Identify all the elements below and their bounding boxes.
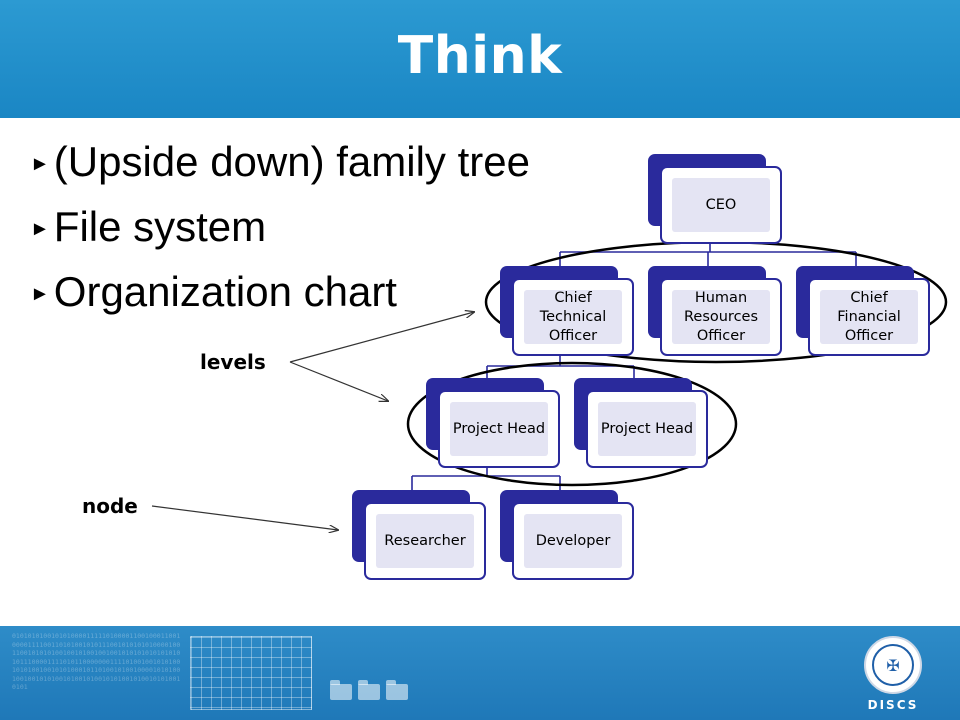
org-node-developer: Developer <box>500 490 634 580</box>
node-label: CEO <box>672 178 770 232</box>
node-label: Developer <box>524 514 622 568</box>
level-ellipse-2 <box>406 361 738 487</box>
folder-icons <box>330 680 408 700</box>
levels-arrow-1 <box>289 312 474 363</box>
footer-bar: 0101010100101010000111110100001100100011… <box>0 626 960 720</box>
node-label: Human Resources Officer <box>672 290 770 344</box>
grid-graphic <box>190 636 312 710</box>
bullet-text: (Upside down) family tree <box>53 138 530 185</box>
node-label: Chief Technical Officer <box>524 290 622 344</box>
bullet-list: ►(Upside down) family tree ►File system … <box>30 136 530 331</box>
org-node-hr: Human Resources Officer <box>648 266 782 356</box>
bullet-item: ►File system <box>30 201 530 266</box>
bullet-item: ►(Upside down) family tree <box>30 136 530 201</box>
bullet-text: Organization chart <box>53 268 397 315</box>
org-node-cto: Chief Technical Officer <box>500 266 634 356</box>
node-label: Project Head <box>598 402 696 456</box>
org-node-researcher: Researcher <box>352 490 486 580</box>
node-label: Project Head <box>450 402 548 456</box>
levels-arrow-2 <box>289 361 388 401</box>
folder-icon <box>330 680 352 700</box>
triangle-right-icon: ► <box>30 153 50 175</box>
folder-icon <box>358 680 380 700</box>
bullet-text: File system <box>53 203 267 250</box>
org-node-project-head-1: Project Head <box>426 378 560 468</box>
org-node-project-head-2: Project Head <box>574 378 708 468</box>
cto-connector <box>486 354 635 382</box>
node-arrow <box>151 505 338 530</box>
binary-pattern: 0101010100101010000111110100001100100011… <box>12 632 181 691</box>
node-label-annotation: node <box>82 494 138 518</box>
discs-brand: DISCS <box>867 698 919 712</box>
triangle-right-icon: ► <box>30 218 50 240</box>
ceo-connector <box>559 242 857 270</box>
slide-title: Think <box>397 26 563 86</box>
folder-icon <box>386 680 408 700</box>
org-node-cfo: Chief Financial Officer <box>796 266 930 356</box>
university-seal-icon: ✠ <box>864 636 922 694</box>
org-node-ceo: CEO <box>648 154 782 244</box>
title-bar: Think <box>0 0 960 118</box>
node-label: Chief Financial Officer <box>820 290 918 344</box>
levels-label: levels <box>200 350 266 374</box>
triangle-right-icon: ► <box>30 283 50 305</box>
bullet-item: ►Organization chart <box>30 266 530 331</box>
node-label: Researcher <box>376 514 474 568</box>
